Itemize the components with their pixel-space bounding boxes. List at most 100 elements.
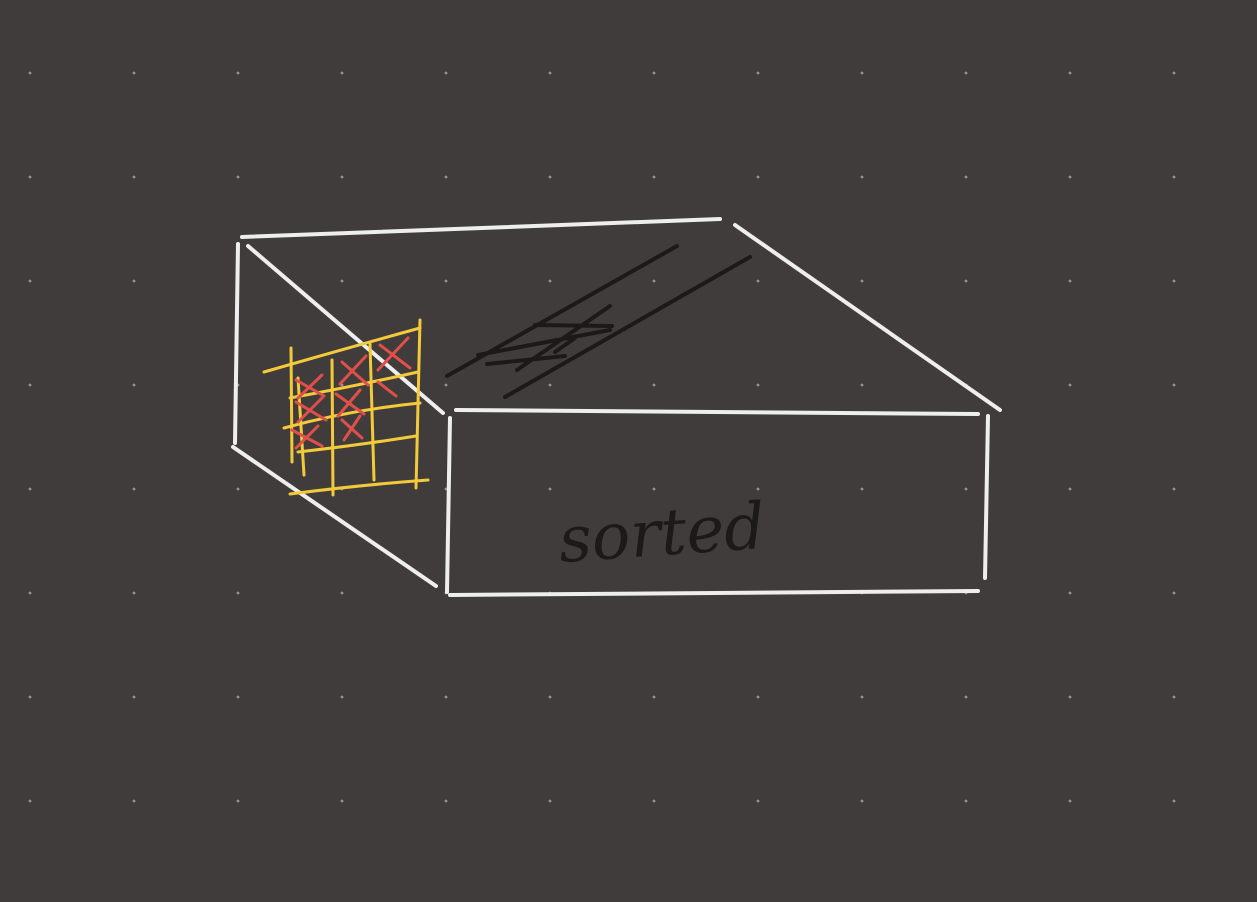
grid-line-v4 — [368, 342, 376, 482]
grid-dot — [236, 487, 240, 491]
grid-dot — [444, 175, 448, 179]
grid-line-h4 — [296, 434, 418, 454]
grid-line-h3 — [282, 401, 422, 430]
front-label: sorted — [556, 490, 767, 578]
grid-dot — [860, 71, 864, 75]
top-short-stroke-2 — [553, 336, 577, 354]
grid-dot — [132, 71, 136, 75]
grid-dot — [652, 279, 656, 283]
grid-dot — [860, 383, 864, 387]
grid-dot — [964, 71, 968, 75]
top-short-stroke-1 — [515, 304, 612, 372]
grid-dot — [236, 591, 240, 595]
cross-mark — [294, 396, 328, 424]
grid-dot — [548, 799, 552, 803]
grid-dot — [1172, 799, 1176, 803]
grid-dot — [548, 279, 552, 283]
box-top-back-edge — [240, 217, 722, 239]
cross-mark — [338, 354, 370, 387]
grid-dot — [340, 799, 344, 803]
grid-line-v3 — [330, 358, 335, 497]
grid-dot — [1172, 591, 1176, 595]
grid-dot — [860, 175, 864, 179]
grid-dot — [1172, 71, 1176, 75]
grid-line-v1 — [289, 346, 294, 464]
grid-dot — [1068, 279, 1072, 283]
grid-line-h2 — [288, 370, 420, 400]
grid-dot — [964, 279, 968, 283]
box-front-top-edge — [454, 408, 980, 416]
grid-dot — [236, 695, 240, 699]
grid-dot — [1068, 383, 1072, 387]
grid-dot — [340, 175, 344, 179]
grid-dot — [756, 695, 760, 699]
grid-dot — [860, 695, 864, 699]
box-front-right-edge — [983, 414, 990, 580]
grid-dot — [1068, 695, 1072, 699]
grid-line-h1 — [262, 326, 422, 374]
grid-dot — [652, 71, 656, 75]
grid-dot — [28, 383, 32, 387]
grid-dot — [1068, 175, 1072, 179]
grid-dot — [964, 799, 968, 803]
grid-dot — [1172, 695, 1176, 699]
grid-dot — [652, 383, 656, 387]
side-grid — [262, 318, 430, 497]
top-long-stroke-2 — [503, 255, 752, 399]
grid-dot — [548, 175, 552, 179]
grid-dot — [28, 71, 32, 75]
grid-dot — [28, 487, 32, 491]
top-cross-stroke-3 — [485, 354, 567, 366]
grid-dot — [132, 383, 136, 387]
box-front-left-edge — [445, 416, 452, 594]
grid-dot — [340, 591, 344, 595]
grid-dot — [964, 487, 968, 491]
grid-dot — [756, 383, 760, 387]
grid-dot — [964, 695, 968, 699]
cross-mark — [334, 388, 366, 418]
grid-dot — [1172, 175, 1176, 179]
grid-dot — [340, 695, 344, 699]
grid-dot — [652, 799, 656, 803]
grid-line-h5 — [288, 478, 430, 496]
grid-dot — [28, 175, 32, 179]
grid-dot — [28, 695, 32, 699]
grid-dot — [756, 71, 760, 75]
grid-dot — [548, 487, 552, 491]
grid-dot — [1172, 279, 1176, 283]
grid-dot — [652, 487, 656, 491]
cross-mark — [376, 336, 412, 372]
grid-dot — [756, 175, 760, 179]
grid-line-v5 — [414, 318, 422, 490]
cross-mark — [376, 380, 398, 398]
grid-dot — [1172, 487, 1176, 491]
grid-dot — [444, 71, 448, 75]
grid-dot — [756, 279, 760, 283]
box-top-left-diagonal — [246, 244, 445, 415]
grid-dot — [444, 383, 448, 387]
grid-dot — [132, 487, 136, 491]
grid-dot — [1068, 71, 1072, 75]
top-cross-stroke-1 — [476, 328, 612, 357]
grid-dot — [444, 799, 448, 803]
grid-dot — [132, 279, 136, 283]
grid-dot — [1068, 799, 1072, 803]
grid-dot — [28, 799, 32, 803]
cross-mark — [290, 424, 324, 450]
grid-dot — [1068, 591, 1072, 595]
top-face-marks — [445, 244, 752, 399]
grid-dot — [132, 695, 136, 699]
grid-dot — [548, 383, 552, 387]
grid-dot — [1068, 487, 1072, 491]
box-left-vertical-edge — [233, 242, 240, 445]
grid-dot — [28, 279, 32, 283]
box-bottom-left-diagonal — [231, 445, 438, 588]
grid-dot — [236, 71, 240, 75]
grid-dot — [444, 487, 448, 491]
grid-dot — [756, 487, 760, 491]
grid-dot — [964, 175, 968, 179]
grid-line-v2 — [296, 376, 306, 477]
grid-crosses — [290, 336, 412, 450]
